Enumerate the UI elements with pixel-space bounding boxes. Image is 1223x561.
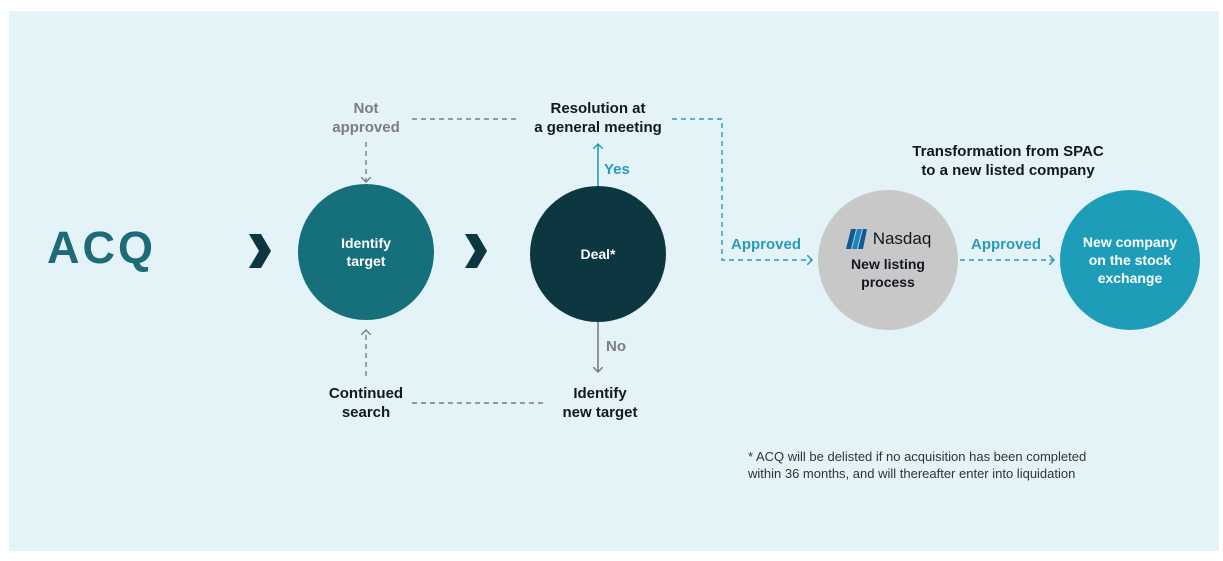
chevron-right-icon xyxy=(249,234,271,268)
resolution-label: Resolution at a general meeting xyxy=(534,100,662,136)
listing-label: New listing process xyxy=(851,256,925,290)
chevron-right-icon xyxy=(465,234,487,268)
transformation-label: Transformation from SPAC to a new listed… xyxy=(912,143,1104,179)
continued-search-label: Continued search xyxy=(328,385,404,421)
nasdaq-brand: Nasdaq xyxy=(845,229,932,249)
not-approved-label: Not approved xyxy=(332,100,400,136)
identify-new-target-label: Identify new target xyxy=(562,385,638,421)
footnote: * ACQ will be delisted if no acquisition… xyxy=(748,449,1087,481)
identify-target-node: Identify target xyxy=(298,184,434,320)
approved-label-2: Approved xyxy=(970,236,1041,253)
no-label: No xyxy=(606,338,626,355)
yes-label: Yes xyxy=(604,161,630,178)
listing-node: Nasdaq New listing process xyxy=(818,190,958,330)
deal-label: Deal* xyxy=(580,246,616,262)
acq-logo: ACQ xyxy=(47,222,156,273)
identify-target-label: Identify target xyxy=(341,235,391,269)
nasdaq-brand-text: Nasdaq xyxy=(872,229,932,248)
new-company-label: New company on the stock exchange xyxy=(1082,234,1178,286)
new-company-node: New company on the stock exchange xyxy=(1060,190,1200,330)
deal-node: Deal* xyxy=(530,186,666,322)
nasdaq-logo-icon xyxy=(845,229,867,249)
approved-to-listing-arrow xyxy=(672,118,812,260)
approved-label-1: Approved xyxy=(730,236,801,253)
